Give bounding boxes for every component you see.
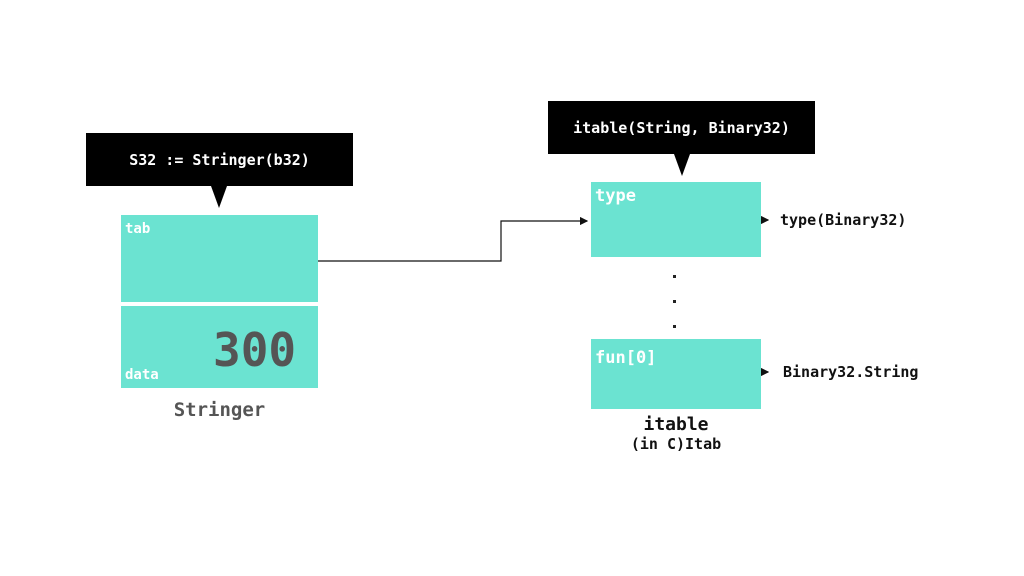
itable-type-label: type bbox=[595, 186, 636, 206]
stringer-callout: S32 := Stringer(b32) bbox=[86, 133, 353, 186]
stringer-data-label: data bbox=[125, 367, 159, 383]
itable-fun-label: fun[0] bbox=[595, 348, 657, 368]
ellipsis-dot-2 bbox=[673, 300, 676, 303]
itable-fun-target: Binary32.String bbox=[783, 363, 919, 381]
itable-callout-pointer bbox=[674, 154, 690, 176]
itable-callout-text: itable(String, Binary32) bbox=[573, 118, 790, 137]
stringer-callout-text: S32 := Stringer(b32) bbox=[129, 150, 310, 169]
stringer-data-value: 300 bbox=[213, 323, 297, 377]
stringer-tab-cell: tab bbox=[121, 215, 318, 302]
itable-caption: itable bbox=[643, 414, 709, 435]
stringer-callout-pointer bbox=[211, 186, 227, 208]
ellipsis-dot-3 bbox=[673, 325, 676, 328]
itable-type-target: type(Binary32) bbox=[780, 211, 907, 229]
ellipsis-dot-1 bbox=[673, 275, 676, 278]
itable-subcaption: (in C)Itab bbox=[630, 435, 722, 453]
itable-type-cell: type bbox=[591, 182, 761, 257]
itable-callout: itable(String, Binary32) bbox=[548, 101, 815, 154]
itable-fun-cell: fun[0] bbox=[591, 339, 761, 409]
stringer-tab-label: tab bbox=[125, 221, 151, 237]
stringer-data-cell: data 300 bbox=[121, 306, 318, 388]
stringer-caption: Stringer bbox=[173, 399, 266, 421]
